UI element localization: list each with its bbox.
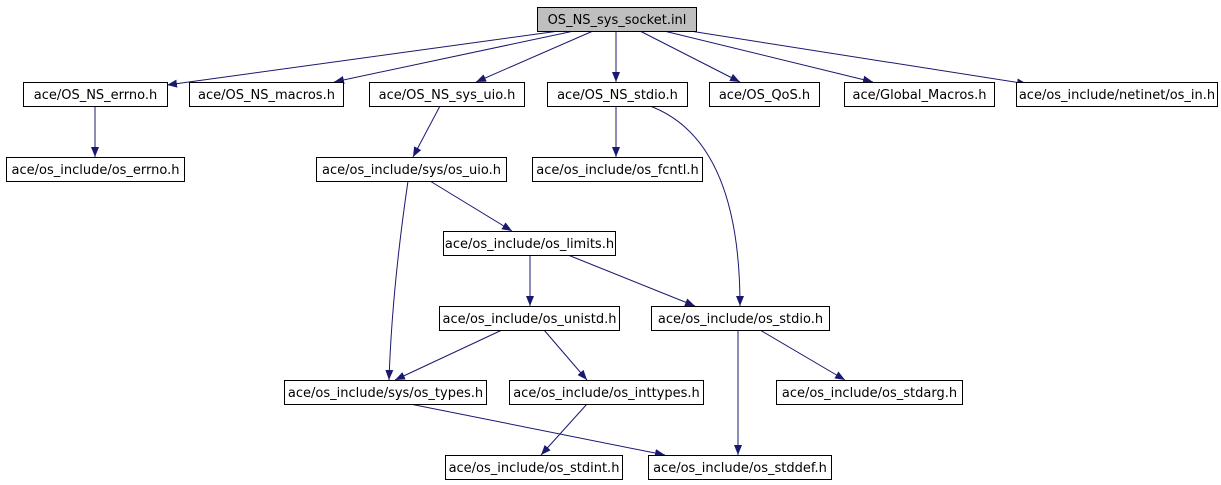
edge-root-to-errno	[166, 30, 560, 88]
node-label: ace/os_include/netinet/os_in.h	[1019, 88, 1215, 103]
node-box	[509, 380, 704, 405]
edge-os_unistd-to-os_types	[394, 329, 503, 381]
node-box	[709, 82, 820, 107]
edge-root-to-os_in	[689, 30, 1028, 87]
node-box	[532, 157, 703, 182]
node-label: ace/os_include/os_limits.h	[445, 237, 614, 252]
edge-os_uio-to-os_limits	[429, 180, 513, 232]
node-os_stdio[interactable]: ace/os_include/os_stdio.h	[651, 306, 830, 331]
node-label: ace/Global_Macros.h	[853, 88, 987, 103]
node-label: ace/os_include/os_inttypes.h	[513, 386, 700, 401]
node-os_inttypes[interactable]: ace/os_include/os_inttypes.h	[509, 380, 704, 405]
edge-root-to-macros	[333, 30, 575, 84]
node-sys_uio[interactable]: ace/OS_NS_sys_uio.h	[369, 82, 525, 107]
node-label: OS_NS_sys_socket.inl	[548, 13, 687, 28]
edge-os_uio-to-os_types	[385, 180, 409, 381]
node-label: ace/OS_NS_macros.h	[198, 88, 335, 103]
node-os_stdarg[interactable]: ace/os_include/os_stdarg.h	[776, 380, 963, 405]
edge-os_limits-to-os_stdio	[567, 254, 696, 307]
edge-root-to-global	[663, 30, 874, 84]
node-os_stddef[interactable]: ace/os_include/os_stddef.h	[648, 455, 832, 480]
node-os_uio[interactable]: ace/os_include/sys/os_uio.h	[316, 157, 507, 182]
node-box	[189, 82, 344, 107]
node-label: ace/os_include/os_stdint.h	[449, 461, 620, 476]
node-os_fcntl[interactable]: ace/os_include/os_fcntl.h	[532, 157, 703, 182]
edges-layer	[91, 30, 1028, 457]
node-box	[844, 82, 995, 107]
node-label: ace/os_include/os_stdarg.h	[782, 386, 957, 401]
edge-os_stdio-to-os_stdarg	[759, 329, 846, 381]
node-errno[interactable]: ace/OS_NS_errno.h	[23, 82, 168, 107]
node-box	[648, 455, 832, 480]
edge-stdio_ns-to-os_stdio	[649, 105, 744, 307]
node-qos[interactable]: ace/OS_QoS.h	[709, 82, 820, 107]
node-label: ace/OS_NS_sys_uio.h	[379, 88, 516, 103]
node-label: ace/os_include/os_unistd.h	[442, 312, 616, 327]
node-box	[445, 455, 623, 480]
node-label: ace/os_include/sys/os_types.h	[288, 386, 483, 401]
node-root[interactable]: OS_NS_sys_socket.inl	[537, 7, 697, 32]
node-global[interactable]: ace/Global_Macros.h	[844, 82, 995, 107]
node-os_errno[interactable]: ace/os_include/os_errno.h	[6, 157, 185, 182]
node-label: ace/os_include/os_stdio.h	[658, 312, 823, 327]
node-box	[547, 82, 688, 107]
node-label: ace/os_include/sys/os_uio.h	[322, 163, 501, 178]
node-box	[1016, 82, 1218, 107]
edge-sys_uio-to-os_uio	[412, 105, 441, 158]
node-os_in[interactable]: ace/os_include/netinet/os_in.h	[1016, 82, 1218, 107]
node-os_stdint[interactable]: ace/os_include/os_stdint.h	[445, 455, 623, 480]
node-box	[284, 380, 487, 405]
node-label: ace/os_include/os_fcntl.h	[536, 163, 698, 178]
node-os_limits[interactable]: ace/os_include/os_limits.h	[443, 231, 616, 256]
node-label: ace/os_include/os_errno.h	[12, 163, 180, 178]
node-macros[interactable]: ace/OS_NS_macros.h	[189, 82, 344, 107]
node-os_unistd[interactable]: ace/os_include/os_unistd.h	[439, 306, 620, 331]
node-box	[776, 380, 963, 405]
node-box	[443, 231, 616, 256]
node-label: ace/OS_NS_stdio.h	[557, 88, 678, 103]
node-box	[369, 82, 525, 107]
node-box	[537, 7, 697, 32]
node-box	[316, 157, 507, 182]
node-stdio_ns[interactable]: ace/OS_NS_stdio.h	[547, 82, 688, 107]
edge-os_unistd-to-os_inttypes	[543, 329, 588, 381]
node-label: ace/OS_NS_errno.h	[34, 88, 158, 103]
edge-root-to-sys_uio	[475, 30, 594, 83]
edge-os_types-to-os_stddef	[409, 403, 666, 457]
node-box	[439, 306, 620, 331]
node-box	[651, 306, 830, 331]
node-label: ace/OS_QoS.h	[719, 88, 810, 103]
node-box	[6, 157, 185, 182]
node-box	[23, 82, 168, 107]
node-label: ace/os_include/os_stddef.h	[653, 461, 827, 476]
edge-os_inttypes-to-os_stdint	[540, 403, 588, 456]
node-os_types[interactable]: ace/os_include/sys/os_types.h	[284, 380, 487, 405]
edge-root-to-qos	[639, 30, 741, 83]
